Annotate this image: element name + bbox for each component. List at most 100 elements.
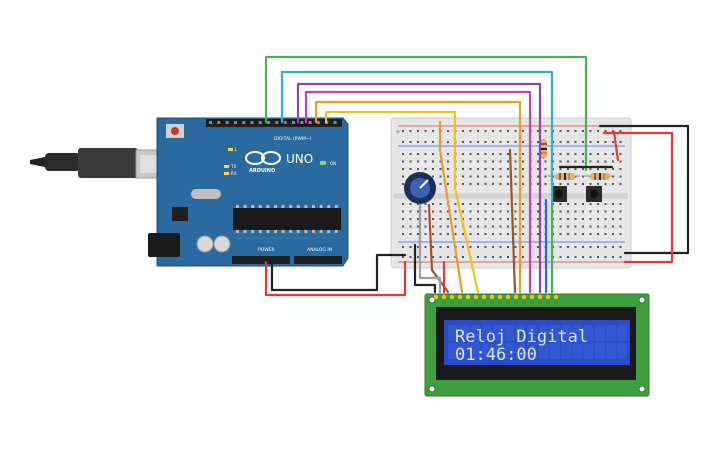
hole: [507, 130, 509, 132]
hole: [604, 203, 607, 205]
wire-black[interactable]: [270, 253, 407, 292]
hole: [619, 153, 622, 155]
hole: [522, 218, 524, 220]
chip-leg: [289, 205, 293, 208]
hole: [484, 225, 487, 228]
chip-leg: [266, 230, 270, 233]
hole: [469, 141, 472, 143]
hole: [559, 246, 562, 248]
hole: [499, 256, 502, 258]
hole: [619, 175, 622, 178]
hole: [559, 160, 562, 163]
push-button-1[interactable]: [551, 186, 567, 202]
chip-leg: [281, 230, 285, 233]
reset-button-cap[interactable]: [171, 127, 179, 135]
hole: [417, 233, 419, 235]
lcd-cell: [481, 343, 492, 359]
hole: [559, 130, 562, 132]
hole: [454, 225, 457, 228]
hole: [432, 141, 434, 143]
lcd-line-1: Reloj Digital: [455, 327, 588, 347]
resistor-2[interactable]: [548, 173, 580, 180]
hole: [597, 225, 599, 228]
hole: [409, 218, 412, 220]
wire-brown[interactable]: [508, 148, 517, 294]
lcd-cell: [504, 325, 515, 341]
lcd-pin: [457, 294, 463, 300]
potentiometer-icon[interactable]: [404, 172, 436, 204]
hole: [424, 130, 427, 132]
wire-red-right-2[interactable]: [612, 130, 620, 162]
hole: [589, 130, 592, 132]
hole: [582, 130, 584, 132]
resistor-3[interactable]: [583, 173, 615, 180]
hole: [612, 168, 614, 170]
hole: [582, 225, 584, 228]
hole: [589, 203, 592, 205]
hole: [402, 210, 404, 213]
hole: [469, 233, 472, 235]
hole: [447, 256, 449, 258]
lcd-pin: [481, 294, 487, 300]
hole: [484, 175, 487, 178]
hole: [514, 153, 517, 155]
usb-cable-icon: [30, 148, 171, 179]
arduino-uno-board[interactable]: UNO ARDUINO DIGITAL (PWM~) POWER ANALOG …: [148, 117, 349, 267]
hole: [589, 183, 592, 185]
wire-gray[interactable]: [418, 203, 442, 294]
hole: [619, 218, 622, 220]
header-pin: [250, 121, 254, 124]
hole: [492, 153, 494, 155]
wire-magenta[interactable]: [304, 90, 532, 294]
hole: [424, 141, 427, 143]
hole: [477, 130, 479, 132]
hole: [492, 141, 494, 143]
hole: [507, 256, 509, 258]
wire-black-right[interactable]: [598, 124, 690, 255]
hole: [604, 246, 607, 248]
hole: [462, 183, 464, 185]
hole: [567, 141, 569, 143]
hole: [507, 175, 509, 178]
hole: [544, 130, 547, 132]
hole: [402, 153, 404, 155]
header-pin: [308, 121, 312, 124]
hole: [537, 130, 539, 132]
wire-yellow[interactable]: [324, 110, 480, 294]
hole: [507, 153, 509, 155]
wire-purple[interactable]: [296, 82, 542, 294]
lcd-cell: [493, 325, 504, 341]
wire-black-lcd[interactable]: [413, 243, 437, 294]
push-button-2[interactable]: [586, 186, 602, 202]
hole: [514, 256, 517, 258]
hole: [409, 225, 412, 228]
hole: [514, 210, 517, 213]
wire-red-right[interactable]: [602, 131, 674, 264]
hole: [522, 141, 524, 143]
hole: [559, 153, 562, 155]
hole: [402, 246, 404, 248]
hole: [559, 256, 562, 258]
hole: [439, 225, 442, 228]
wire-cyan[interactable]: [280, 70, 554, 294]
hole: [612, 153, 614, 155]
resistor-1[interactable]: [540, 139, 547, 159]
chip-leg: [236, 230, 239, 233]
hole: [409, 203, 412, 205]
hole: [462, 141, 464, 143]
hole: [447, 210, 449, 213]
wire-orange[interactable]: [314, 100, 522, 294]
wire-brown-2[interactable]: [427, 203, 450, 294]
wire-orange-2[interactable]: [438, 120, 464, 294]
wire-red[interactable]: [264, 260, 407, 297]
chip-leg: [319, 230, 323, 233]
lcd-cell: [515, 325, 526, 341]
lcd-cell: [448, 325, 458, 341]
lcd-module[interactable]: Reloj Digital 01:46:00: [424, 293, 650, 397]
wire-green[interactable]: [264, 55, 588, 172]
hole: [507, 210, 509, 213]
lcd-cell: [538, 325, 549, 341]
hole: [462, 168, 464, 170]
hole: [447, 183, 449, 185]
hole: [417, 210, 419, 213]
